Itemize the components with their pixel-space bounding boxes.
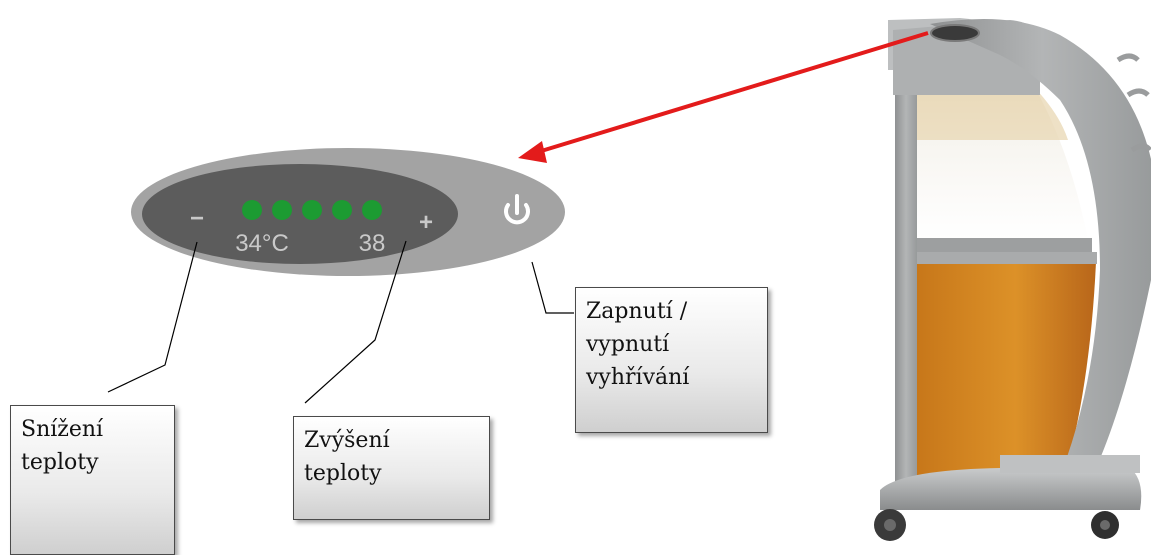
minus-button[interactable]: − [190, 205, 204, 232]
temperature-max-label: 38 [359, 230, 386, 257]
plus-button[interactable]: + [419, 209, 433, 236]
diagram-canvas: − + 34°C 38 [107, 18, 1151, 541]
callout-decrease-line-1: Snížení [21, 417, 104, 442]
callout-power-toggle: Zapnutí / vypnutí vyhřívání [575, 287, 768, 433]
top-power-socket [930, 24, 980, 42]
led-dot [302, 200, 322, 220]
panel-inner-face [142, 164, 458, 264]
red-arrow [518, 31, 929, 163]
control-panel: − + 34°C 38 [131, 148, 565, 276]
callout-decrease-temperature: Snížení teploty [10, 405, 175, 555]
led-dot [242, 200, 262, 220]
callout-power-line-2: vypnutí [586, 332, 670, 357]
leader-line-increase [304, 240, 407, 404]
callout-increase-line-1: Zvýšení [304, 428, 390, 453]
temperature-led-indicator [242, 200, 382, 220]
heated-cabinet-photo [874, 18, 1151, 541]
callout-increase-temperature: Zvýšení teploty [293, 416, 490, 520]
led-dot [272, 200, 292, 220]
callout-decrease-line-2: teploty [21, 450, 99, 475]
power-button[interactable] [504, 194, 530, 225]
callout-power-line-1: Zapnutí / [586, 299, 688, 324]
callout-power-line-3: vyhřívání [586, 365, 690, 390]
leader-line-power [531, 261, 574, 314]
leader-line-decrease [107, 241, 198, 393]
power-icon [504, 194, 530, 225]
callout-increase-line-2: teploty [304, 461, 382, 486]
led-dot [362, 200, 382, 220]
led-dot [332, 200, 352, 220]
temperature-min-label: 34°C [235, 230, 289, 257]
